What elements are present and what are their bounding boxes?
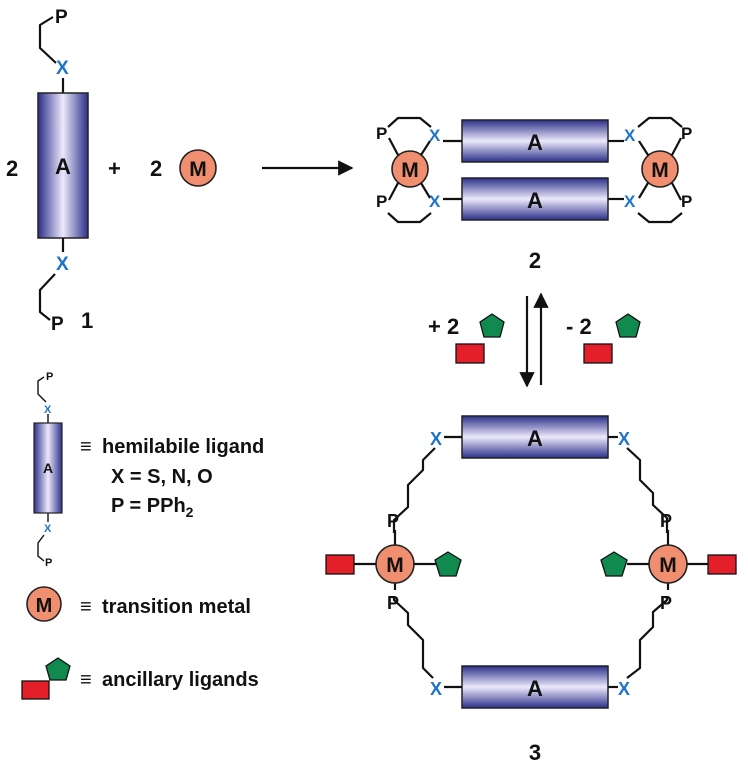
pentagon-icon: [479, 313, 505, 338]
spacer-label: A: [527, 426, 543, 451]
top-linker: [38, 16, 57, 64]
metal-center: [391, 150, 429, 188]
compound-1-label: 1: [81, 308, 93, 333]
x-label: X: [56, 254, 69, 275]
p-label: P: [51, 314, 64, 335]
legend-metal-icon: [26, 586, 62, 622]
x-label: X: [624, 192, 636, 211]
compound-3-label: 3: [529, 740, 541, 765]
square-icon: [707, 554, 737, 575]
p-label: P: [376, 192, 387, 211]
bottom-linker: [38, 273, 56, 321]
legend: P X A X P ≡ hemilabile ligand X = S, N, …: [21, 371, 264, 700]
p-label: P: [681, 192, 692, 211]
compound-2-label: 2: [529, 248, 541, 273]
coefficient: 2: [150, 156, 162, 181]
legend-hemilabile: hemilabile ligand: [102, 436, 264, 458]
p-label: P: [660, 511, 672, 531]
forward-reagent-label: + 2: [428, 314, 459, 339]
reverse-reagents: - 2: [566, 313, 641, 364]
p-label: P: [55, 7, 68, 28]
metal-reactant: M: [179, 149, 217, 187]
spacer-label: A: [527, 188, 543, 213]
plus-sign: +: [108, 156, 121, 181]
legend-x-def: X = S, N, O: [111, 466, 213, 488]
svg-text:X: X: [44, 404, 52, 416]
square-icon: [583, 343, 613, 364]
metal-label: M: [659, 554, 677, 577]
x-label: X: [429, 126, 441, 145]
spacer-label: A: [527, 130, 543, 155]
svg-text:M: M: [189, 158, 207, 181]
equiv-sign: ≡: [80, 596, 92, 618]
square-icon: [21, 680, 50, 700]
pentagon-icon: [600, 551, 628, 577]
metal-center: [641, 150, 679, 188]
x-label: X: [56, 58, 69, 79]
metal-label: M: [651, 159, 669, 182]
legend-ancillary: ancillary ligands: [102, 669, 259, 691]
x-label: X: [618, 679, 630, 699]
x-label: X: [430, 679, 442, 699]
p-label: P: [660, 593, 672, 613]
metal-label: M: [401, 159, 419, 182]
equiv-sign: ≡: [80, 436, 92, 458]
svg-text:P: P: [45, 557, 52, 569]
compound-2: A A M P P X X M P P X X 2: [376, 116, 692, 273]
pentagon-icon: [615, 313, 641, 338]
spacer-bar: [461, 415, 609, 459]
x-label: X: [429, 192, 441, 211]
p-label: P: [376, 124, 387, 143]
p-label: P: [387, 511, 399, 531]
spacer-bar: [461, 177, 609, 221]
reverse-reagent-label: - 2: [566, 314, 592, 339]
spacer-label: A: [527, 676, 543, 701]
spacer-bar: [461, 119, 609, 163]
legend-ligand-icon: P X A X P: [33, 371, 63, 569]
coefficient: 2: [6, 156, 18, 181]
spacer-label: A: [55, 154, 71, 179]
equiv-sign: ≡: [80, 669, 92, 691]
x-label: X: [430, 429, 442, 449]
forward-reagents: + 2: [428, 313, 505, 364]
spacer-bar: [461, 665, 609, 709]
x-label: X: [624, 126, 636, 145]
pentagon-icon: [45, 657, 71, 681]
square-icon: [325, 554, 355, 575]
svg-text:P: P: [46, 371, 53, 383]
legend-transition-metal: transition metal: [102, 596, 251, 618]
metal-label: M: [386, 554, 404, 577]
square-icon: [455, 343, 485, 364]
equilibrium-arrows: [519, 292, 549, 388]
svg-text:M: M: [36, 595, 53, 617]
compound-3: A A X X X X P P P P M M: [325, 415, 737, 765]
p-label: P: [387, 593, 399, 613]
pentagon-icon: [434, 551, 462, 577]
svg-text:A: A: [43, 460, 53, 476]
svg-text:X: X: [44, 523, 52, 535]
legend-p-def: P = PPh2: [111, 495, 194, 520]
p-label: P: [681, 124, 692, 143]
x-label: X: [618, 429, 630, 449]
compound-1-ligand: P X A X P 1: [37, 7, 93, 335]
